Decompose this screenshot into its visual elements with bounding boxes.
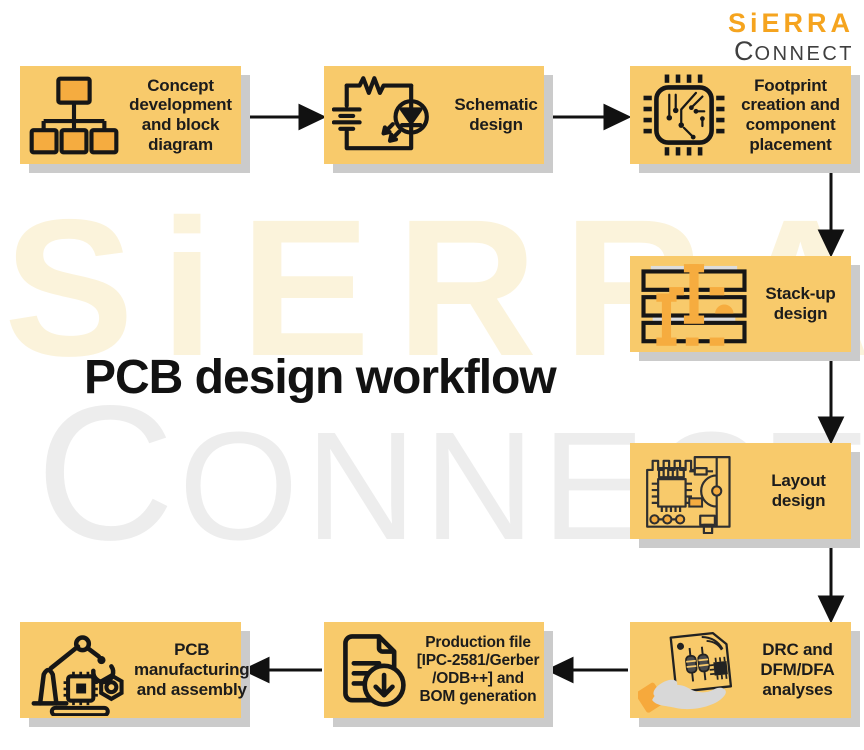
step-layout-design: Layout design	[630, 443, 851, 539]
robot-arm-icon	[20, 624, 128, 716]
step-label: Layout design	[771, 471, 826, 510]
step-drc-dfm-dfa-analyses: DRC and DFM/DFA analyses	[630, 622, 851, 718]
hand-holding-pcb-icon	[630, 624, 744, 716]
logo-sierra-text: SiERRA	[727, 8, 854, 38]
step-footprint-creation: Footprint creation and component placeme…	[630, 66, 851, 164]
pcb-layout-icon	[630, 448, 746, 534]
step-label: Schematic design	[454, 95, 538, 134]
file-download-icon	[324, 625, 416, 715]
logo-connect-text: CONNECT	[734, 36, 854, 66]
arrow-schematic-to-footprint	[548, 103, 632, 131]
step-concept-development: Concept development and block diagram	[20, 66, 241, 164]
step-stackup-design: Stack-up design	[630, 256, 851, 352]
step-label: DRC and DFM/DFA analyses	[760, 640, 835, 699]
circuit-schematic-icon	[324, 71, 448, 159]
watermark-connect-initial: C	[36, 365, 179, 580]
chip-footprint-icon	[630, 69, 730, 161]
step-label: Production file [IPC-2581/Gerber /ODB++]…	[416, 634, 540, 705]
step-label: Footprint creation and component placeme…	[741, 75, 840, 154]
arrow-concept-to-schematic	[244, 103, 327, 131]
step-label: PCB manufacturing and assembly	[134, 640, 250, 699]
step-label: Stack-up design	[765, 284, 836, 323]
sierra-connect-logo: SiERRA CONNECT	[728, 10, 854, 65]
step-schematic-design: Schematic design	[324, 66, 544, 164]
page-title: PCB design workflow	[84, 351, 557, 404]
step-production-file-generation: Production file [IPC-2581/Gerber /ODB++]…	[324, 622, 544, 718]
step-label: Concept development and block diagram	[129, 75, 232, 154]
arrow-drc-to-production	[545, 656, 628, 684]
block-diagram-icon	[20, 73, 120, 158]
layer-stack-icon	[630, 262, 750, 347]
arrow-production-to-manufacturing	[241, 656, 322, 684]
step-pcb-manufacturing-assembly: PCB manufacturing and assembly	[20, 622, 250, 718]
